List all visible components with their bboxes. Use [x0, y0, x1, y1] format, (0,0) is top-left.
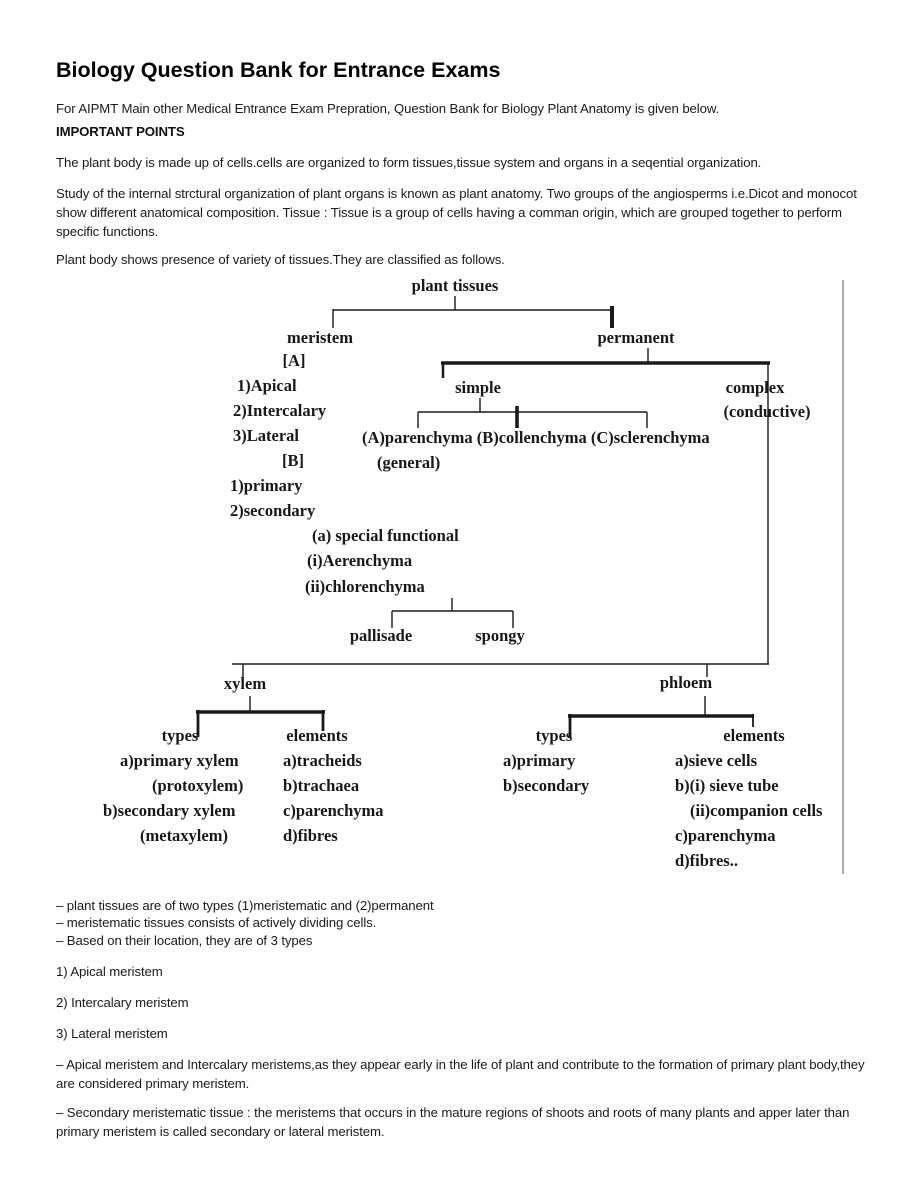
note-location: – Based on their location, they are of 3…: [56, 933, 313, 948]
node-xylem: xylem: [223, 674, 267, 693]
phloem-element-item: d)fibres..: [675, 851, 738, 870]
header-phloem-types: types: [535, 726, 573, 745]
label-aerenchyma: (i)Aerenchyma: [307, 551, 413, 570]
header-phloem-elements: elements: [723, 726, 785, 745]
node-pallisade: pallisade: [349, 626, 413, 645]
label-chlorenchyma: (ii)chlorenchyma: [305, 577, 425, 596]
xylem-type-item: b)secondary xylem: [103, 801, 236, 820]
label-secondary: 2)secondary: [230, 501, 316, 520]
important-points-heading: IMPORTANT POINTS: [56, 124, 185, 139]
node-meristem: meristem: [287, 328, 353, 347]
page-title: Biology Question Bank for Entrance Exams: [56, 58, 501, 82]
phloem-element-item: (ii)companion cells: [690, 801, 823, 820]
paragraph-secondary-meristem: – Secondary meristematic tissue : the me…: [56, 1105, 850, 1139]
note-meristematic: – meristematic tissues consists of activ…: [56, 915, 377, 930]
label-lateral: 3)Lateral: [233, 426, 299, 445]
node-spongy: spongy: [475, 626, 525, 645]
header-xylem-types: types: [161, 726, 199, 745]
phloem-element-item: a)sieve cells: [675, 751, 758, 770]
label-bracket-b: [B]: [282, 451, 304, 470]
xylem-element-item: c)parenchyma: [283, 801, 384, 820]
node-phloem: phloem: [659, 673, 713, 692]
label-primary: 1)primary: [230, 476, 303, 495]
label-special-functional: (a) special functional: [312, 526, 459, 545]
phloem-type-item: a)primary: [503, 751, 576, 770]
label-apical: 1)Apical: [237, 376, 297, 395]
node-plant-tissues: plant tissues: [411, 276, 499, 295]
label-bracket-a: [A]: [282, 351, 306, 370]
xylem-element-item: b)trachaea: [283, 776, 360, 795]
xylem-type-item: a)primary xylem: [120, 751, 239, 770]
xylem-type-item: (protoxylem): [152, 776, 244, 795]
paragraph-primary-meristem: – Apical meristem and Intercalary merist…: [56, 1057, 865, 1091]
xylem-type-item: (metaxylem): [140, 826, 228, 845]
paragraph-classified: Plant body shows presence of variety of …: [56, 252, 505, 267]
list-item-lateral: 3) Lateral meristem: [56, 1026, 168, 1041]
phloem-element-item: c)parenchyma: [675, 826, 776, 845]
xylem-element-item: d)fibres: [283, 826, 338, 845]
node-simple: simple: [455, 378, 501, 397]
phloem-element-item: b)(i) sieve tube: [675, 776, 779, 795]
phloem-type-item: b)secondary: [503, 776, 590, 795]
intro-paragraph: For AIPMT Main other Medical Entrance Ex…: [56, 101, 720, 116]
header-xylem-elements: elements: [286, 726, 348, 745]
list-item-apical: 1) Apical meristem: [56, 964, 163, 979]
label-simple-row: (A)parenchyma (B)collenchyma (C)sclerenc…: [362, 428, 710, 447]
paragraph-plant-body: The plant body is made up of cells.cells…: [56, 155, 762, 170]
paragraph-anatomy: Study of the internal strctural organiza…: [56, 186, 857, 239]
xylem-element-item: a)tracheids: [283, 751, 362, 770]
note-two-types: – plant tissues are of two types (1)meri…: [56, 898, 434, 913]
node-complex: complex: [725, 378, 785, 397]
node-permanent: permanent: [597, 328, 675, 347]
label-general: (general): [377, 453, 441, 472]
list-item-intercalary: 2) Intercalary meristem: [56, 995, 189, 1010]
label-intercalary: 2)Intercalary: [233, 401, 327, 420]
label-conductive: (conductive): [723, 402, 811, 421]
